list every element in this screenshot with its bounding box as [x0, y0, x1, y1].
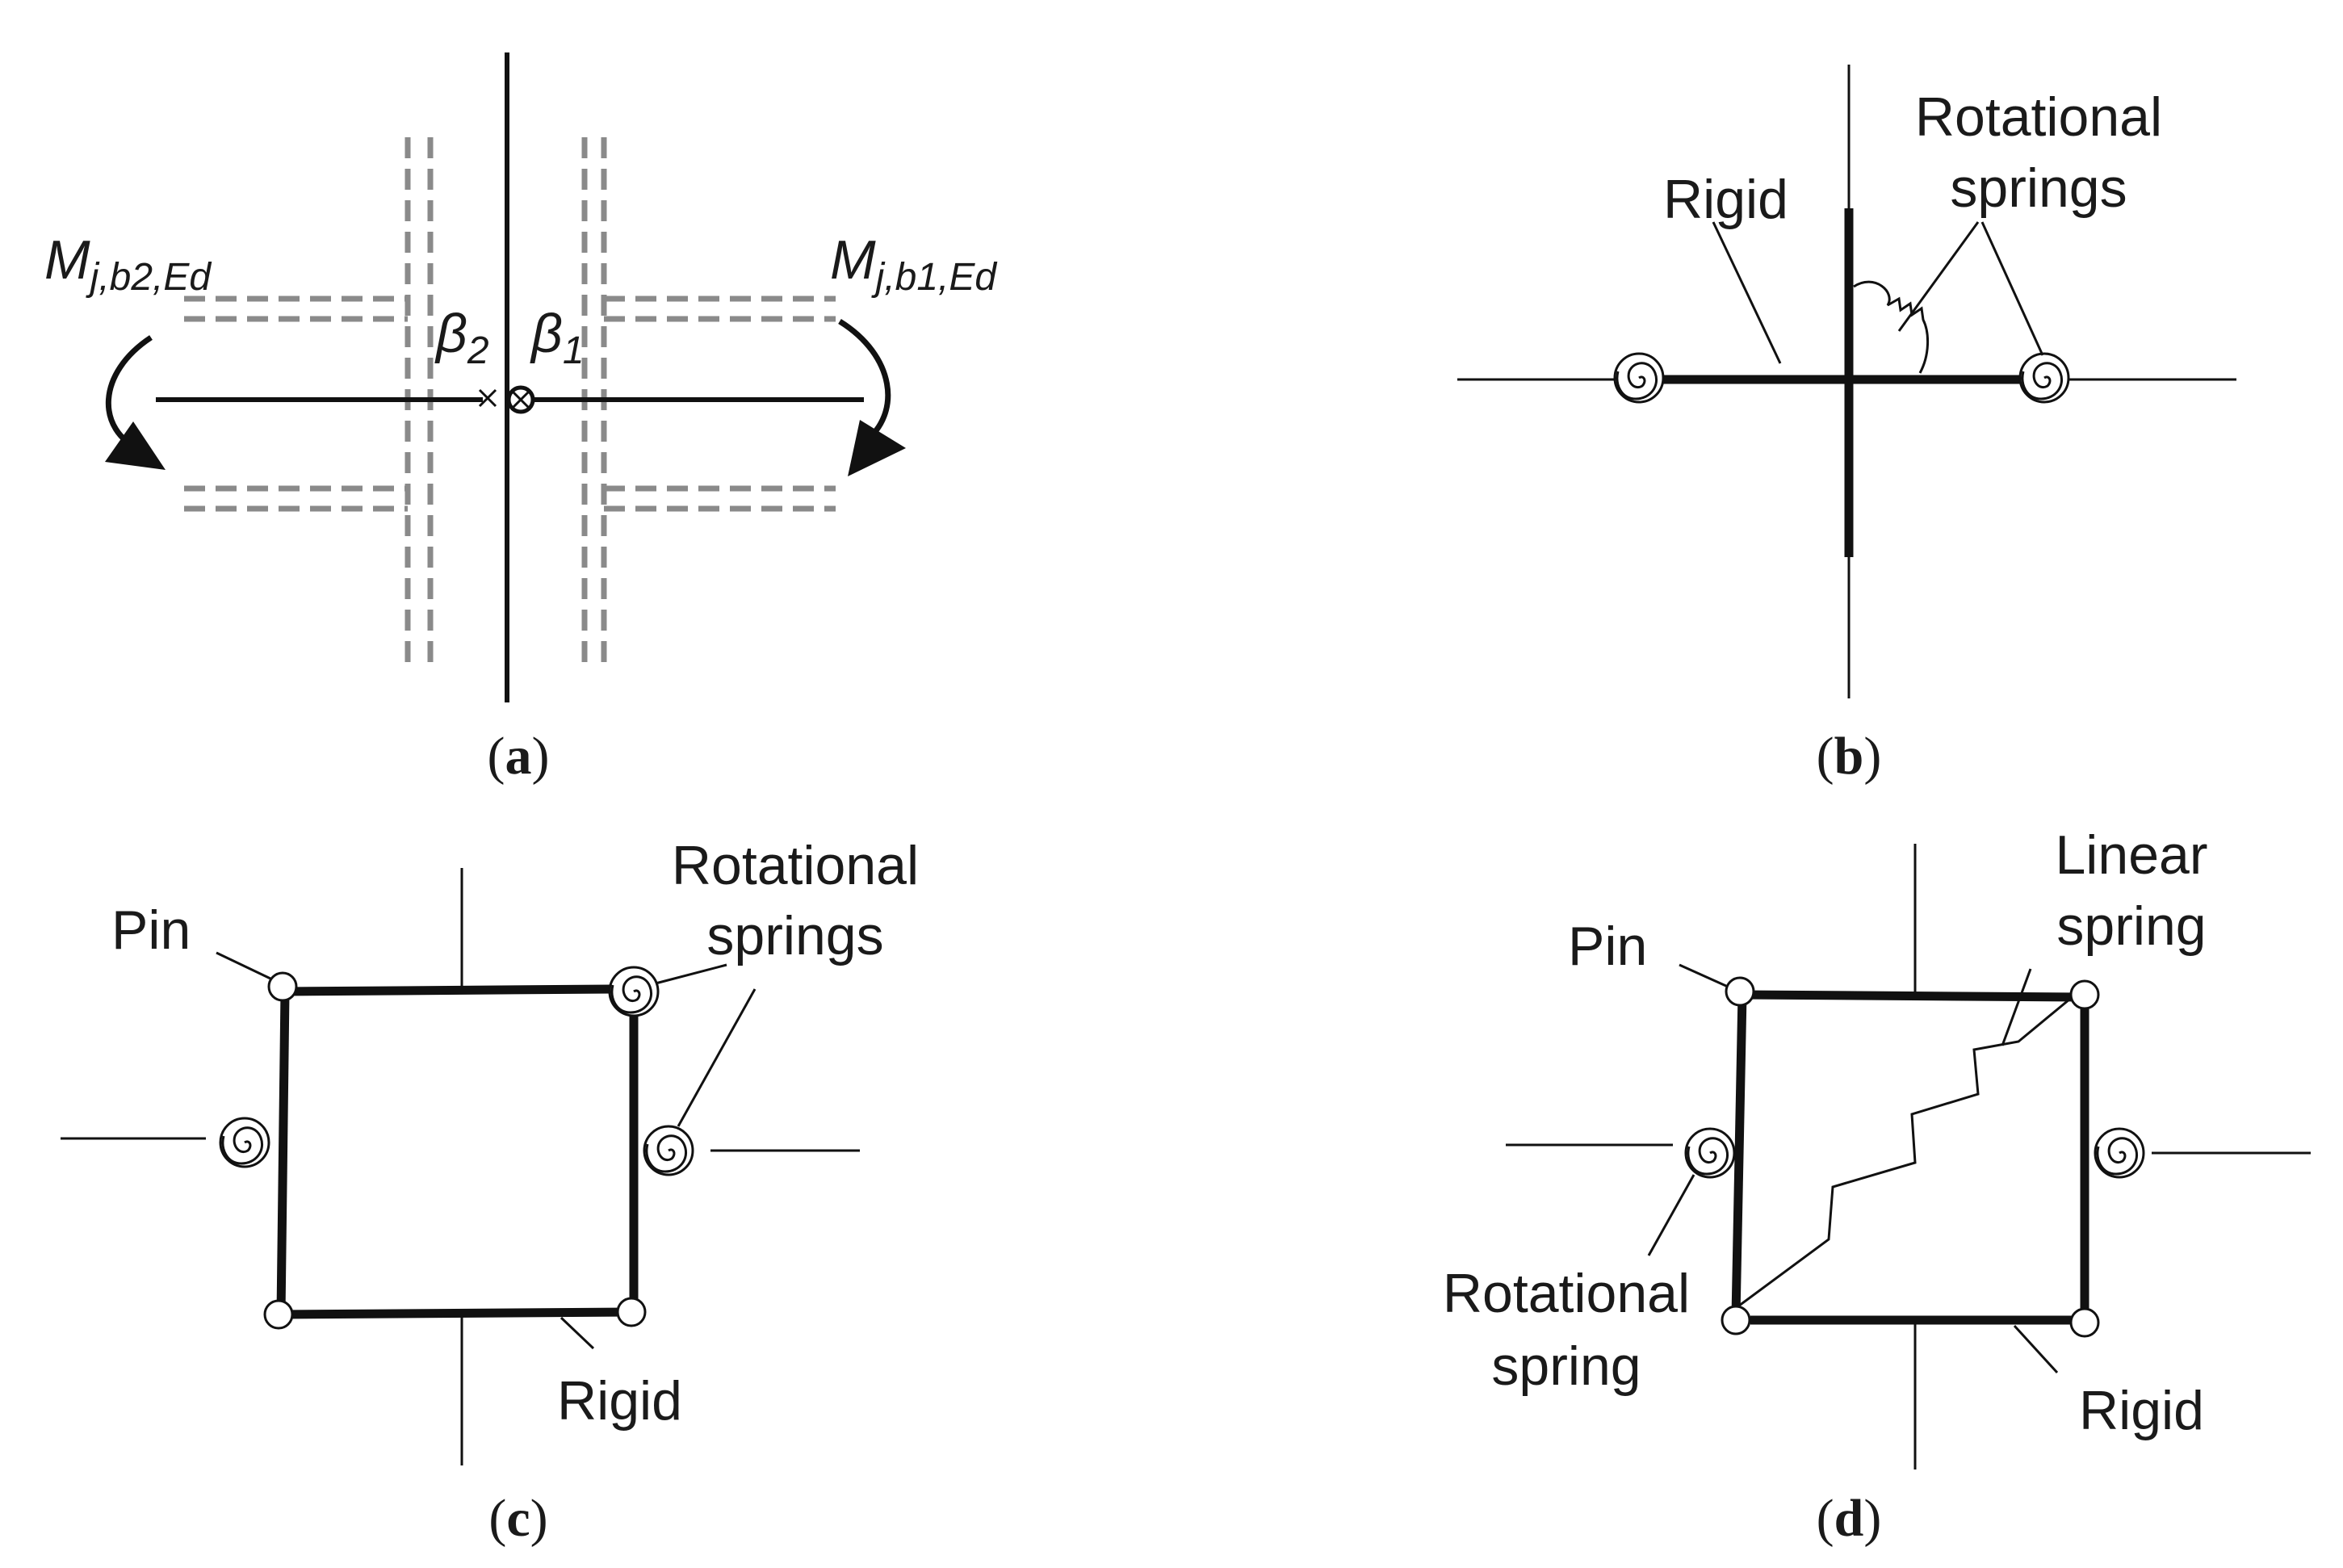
panel-b-caption: (b) [1817, 727, 1882, 786]
rigid-left-bar [1731, 994, 1747, 1317]
rotation-label-left: β2 [434, 303, 489, 372]
pin-bottom-left-icon [1721, 1305, 1751, 1335]
rotational-spring-left-icon [219, 1117, 270, 1168]
panel-b: Rigid Rotational springs (b) [1457, 65, 2236, 786]
pin-label: Pin [111, 899, 191, 961]
panel-c: Pin Rotational springs Rigid (c) [61, 835, 919, 1548]
springs-leader-line-2 [1980, 221, 2044, 356]
rotational-spring-left-icon [1613, 352, 1665, 404]
panel-d: Pin Linear spring Rotational spring Rigi… [1443, 824, 2311, 1548]
rigid-label: Rigid [557, 1370, 682, 1432]
rigid-leader-line [1712, 221, 1782, 364]
rigid-leader-line [560, 1316, 595, 1350]
springs-leader-line-1 [1897, 221, 1980, 332]
springs-label-line1: Rotational [672, 835, 919, 896]
panel-a: Mj,b2,Ed Mj,b1,Ed β2 β1 (a) [44, 52, 997, 786]
pin-top-left-icon [267, 971, 298, 1002]
pin-bottom-right-icon [2069, 1307, 2100, 1338]
rigid-leader-line [2013, 1324, 2059, 1374]
pin-top-left-icon [1725, 976, 1755, 1007]
springs-leader-line-1 [655, 963, 727, 985]
moment-label-right: Mj,b1,Ed [830, 229, 997, 299]
panel-d-caption: (d) [1817, 1489, 1882, 1548]
panel-a-caption: (a) [488, 727, 550, 786]
rigid-label: Rigid [1663, 169, 1788, 230]
springs-label-line2: springs [1950, 157, 2127, 219]
rotational-spring-right-icon [643, 1125, 694, 1176]
rigid-label: Rigid [2079, 1380, 2204, 1441]
pin-bottom-left-icon [263, 1299, 294, 1330]
moment-arrow-right-icon [838, 319, 906, 476]
linear-spring-label-line2: spring [2056, 895, 2206, 957]
rigid-bottom-bar [280, 1307, 632, 1319]
pin-top-right-icon [2069, 979, 2100, 1010]
pin-bottom-right-icon [616, 1297, 647, 1327]
rotation-label-right: β1 [530, 303, 585, 372]
moment-arrow-left-icon [105, 335, 166, 470]
springs-label-line2: springs [706, 905, 883, 966]
pin-leader-line [1679, 963, 1729, 988]
pin-leader-line [216, 951, 271, 980]
linear-spring-label-line1: Linear [2055, 824, 2207, 886]
cross-node-icon [478, 388, 497, 408]
rigid-top-bar [284, 984, 613, 996]
rigid-left-bar [276, 991, 290, 1315]
rotational-spring-label-line1: Rotational [1443, 1263, 1690, 1324]
column-rotational-spring-icon [1853, 280, 1930, 374]
linear-spring-icon [1735, 990, 2080, 1310]
circled-cross-node-icon [506, 385, 535, 414]
panel-c-caption: (c) [488, 1489, 547, 1548]
moment-label-left: Mj,b2,Ed [44, 229, 212, 299]
rotational-spring-leader-line [1647, 1174, 1695, 1256]
rotational-spring-label-line2: spring [1491, 1335, 1641, 1397]
rotational-spring-left-icon [1684, 1127, 1736, 1179]
springs-label-line1: Rotational [1915, 86, 2162, 148]
springs-leader-line-2 [677, 988, 757, 1127]
pin-label: Pin [1568, 916, 1647, 977]
rotational-spring-right-icon [2094, 1127, 2145, 1179]
rigid-top-bar [1742, 990, 2084, 1002]
rotational-spring-top-right-icon [608, 966, 660, 1017]
linear-spring-leader-line [2001, 968, 2032, 1046]
rotational-spring-right-icon [2018, 352, 2070, 404]
